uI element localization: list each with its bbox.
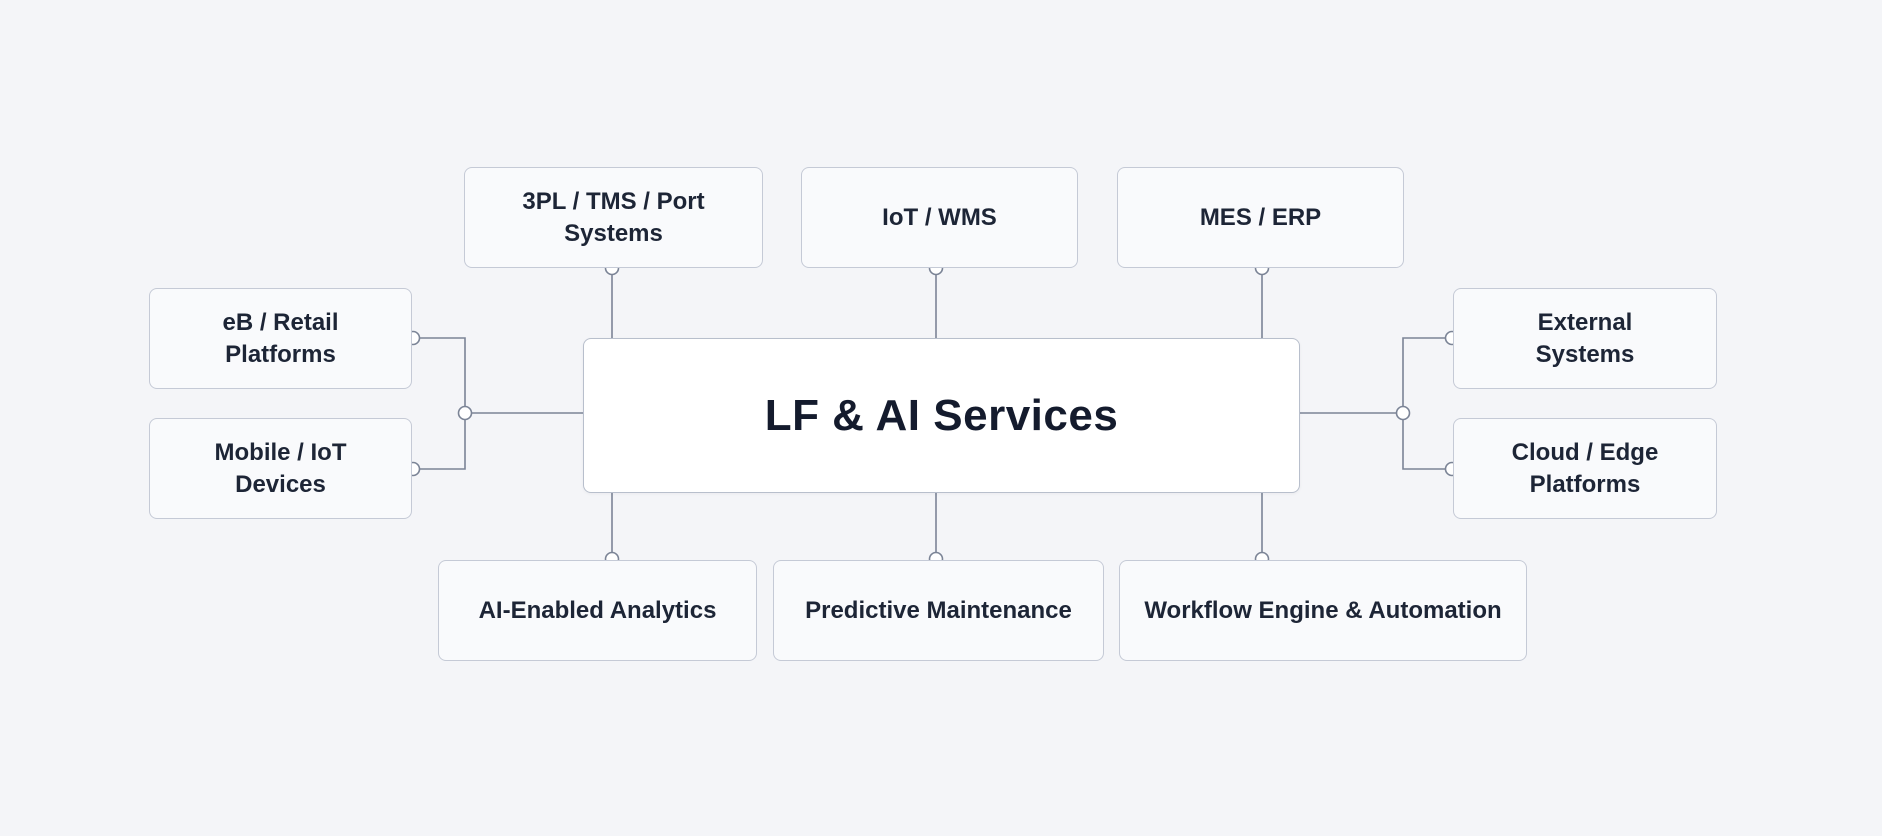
node-label: MES / ERP	[1199, 203, 1322, 231]
connector-dot	[1395, 405, 1411, 421]
node-label: Mobile / IoT Devices	[214, 438, 347, 498]
node-label: 3PL / TMS / Port Systems	[522, 187, 705, 247]
node-label: Predictive Maintenance	[805, 596, 1072, 624]
node-eb-retail-platforms[interactable]: eB / Retail Platforms	[149, 288, 412, 389]
node-3pl-tms-port-systems[interactable]: 3PL / TMS / Port Systems	[464, 167, 763, 268]
hub-lf-ai-services[interactable]: LF & AI Services	[583, 338, 1300, 493]
node-label: Cloud / Edge Platforms	[1511, 438, 1659, 498]
node-predictive-maintenance[interactable]: Predictive Maintenance	[773, 560, 1104, 661]
node-mobile-iot-devices[interactable]: Mobile / IoT Devices	[149, 418, 412, 519]
node-label: External Systems	[1535, 308, 1635, 368]
node-ai-enabled-analytics[interactable]: AI-Enabled Analytics	[438, 560, 757, 661]
node-label: IoT / WMS	[882, 203, 997, 231]
node-workflow-engine-automation[interactable]: Workflow Engine & Automation	[1119, 560, 1527, 661]
node-mes-erp[interactable]: MES / ERP	[1117, 167, 1404, 268]
node-label: eB / Retail Platforms	[222, 308, 339, 368]
node-external-systems[interactable]: External Systems	[1453, 288, 1717, 389]
connector-dot	[457, 405, 473, 421]
connector-right-bracket	[1402, 337, 1452, 470]
node-label: AI-Enabled Analytics	[478, 596, 717, 624]
hub-title: LF & AI Services	[764, 390, 1119, 440]
node-cloud-edge-platforms[interactable]: Cloud / Edge Platforms	[1453, 418, 1717, 519]
connector-left-bracket	[413, 337, 466, 470]
node-iot-wms[interactable]: IoT / WMS	[801, 167, 1078, 268]
node-label: Workflow Engine & Automation	[1144, 596, 1502, 624]
